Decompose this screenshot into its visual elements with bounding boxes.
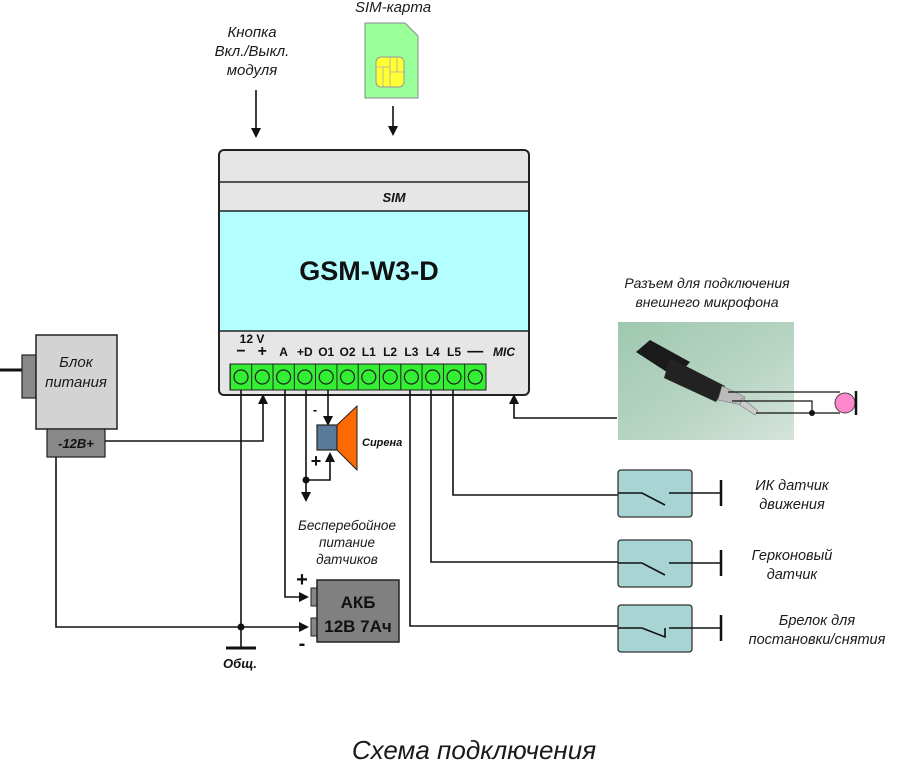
terminals (229, 363, 487, 391)
sensor-label: Герконовый (752, 548, 833, 564)
svg-text:датчиков: датчиков (316, 552, 378, 567)
terminal-label: L3 (404, 345, 418, 359)
terminal-screw (233, 369, 249, 385)
terminal-label: O1 (318, 345, 334, 359)
terminal-label: − (236, 343, 245, 360)
terminal-screw (403, 369, 419, 385)
sensor-1: Герконовый датчик (617, 539, 833, 588)
microphone-wiring (728, 391, 858, 416)
power-output-label: -12В+ (58, 436, 94, 451)
svg-text:Кнопка: Кнопка (227, 24, 276, 41)
terminal-screw (361, 369, 377, 385)
battery-plus: + (296, 569, 308, 591)
voltage-label: 12 V (240, 332, 265, 346)
terminal-screw (254, 369, 270, 385)
siren-minus: - (313, 402, 317, 417)
svg-text:питания: питания (45, 374, 107, 391)
svg-text:Блок: Блок (59, 354, 94, 371)
terminal-screw (446, 369, 462, 385)
module-body (220, 211, 528, 331)
microphone-label: Разъем для подключения внешнего микрофон… (624, 275, 790, 310)
battery: АКБ 12В 7Ач + - (296, 569, 400, 655)
terminal-label: — (467, 343, 483, 360)
module-name: GSM-W3-D (299, 256, 438, 286)
sensor-label: постановки/снятия (749, 632, 886, 648)
terminal-11 (464, 363, 487, 391)
mic-label: MIC (493, 345, 515, 359)
siren-icon: - + Сирена (311, 402, 402, 472)
svg-text:внешнего микрофона: внешнего микрофона (635, 294, 778, 310)
sim-slot-label: SIM (382, 190, 406, 205)
svg-text:питание: питание (319, 535, 375, 550)
power-supply: Блок питания -12В+ (0, 334, 118, 458)
backup-power-label: Бесперебойное питание датчиков (298, 518, 396, 567)
svg-text:АКБ: АКБ (341, 593, 376, 612)
sensor-label: датчик (767, 567, 819, 583)
svg-text:Бесперебойное: Бесперебойное (298, 518, 396, 533)
sensor-label: движения (759, 497, 825, 513)
terminal-label: L4 (426, 345, 440, 359)
terminal-label: + (258, 343, 267, 360)
svg-text:Вкл./Выкл.: Вкл./Выкл. (215, 43, 290, 60)
gsm-module: SIM GSM-W3-D 12 V MIC −+ A +D O1 O2 L1 L2 L3 L4 L… (218, 149, 530, 396)
terminal-label: O2 (339, 345, 355, 359)
siren-plus: + (311, 451, 322, 471)
sensor-label: ИК датчик (755, 478, 830, 494)
terminal-screw (276, 369, 292, 385)
sensor-2: Брелок для постановки/снятия (617, 604, 886, 653)
svg-text:Разъем для подключения: Разъем для подключения (624, 275, 790, 291)
ground-label: Общ. (223, 656, 257, 671)
microphone-jack-photo (618, 322, 794, 440)
terminal-screw (318, 369, 334, 385)
power-button-label: Кнопка Вкл./Выкл. модуля (215, 24, 290, 79)
terminal-label: A (279, 345, 288, 359)
terminal-screw (297, 369, 313, 385)
terminal-label: L5 (447, 345, 461, 359)
battery-minus: - (299, 633, 306, 655)
wiring (55, 390, 618, 650)
terminal-screw (339, 369, 356, 385)
terminal-screw (467, 369, 483, 385)
sim-card-label: SIM-карта (355, 0, 431, 16)
terminal-label: +D (297, 345, 313, 359)
sensor-0: ИК датчик движения (617, 469, 830, 518)
siren-label: Сирена (362, 437, 402, 449)
terminal-label: L2 (383, 345, 397, 359)
terminal-labels: −+ A +D O1 O2 L1 L2 L3 L4 L5 — (236, 343, 483, 360)
diagram-caption: Схема подключения (352, 735, 596, 763)
terminal-label: L1 (362, 345, 376, 359)
terminal-screw (382, 369, 398, 385)
svg-text:модуля: модуля (227, 62, 278, 79)
sim-card-icon (364, 22, 419, 99)
svg-text:12В 7Ач: 12В 7Ач (324, 617, 392, 636)
terminal-screw (425, 369, 441, 385)
sensor-label: Брелок для (779, 613, 855, 629)
